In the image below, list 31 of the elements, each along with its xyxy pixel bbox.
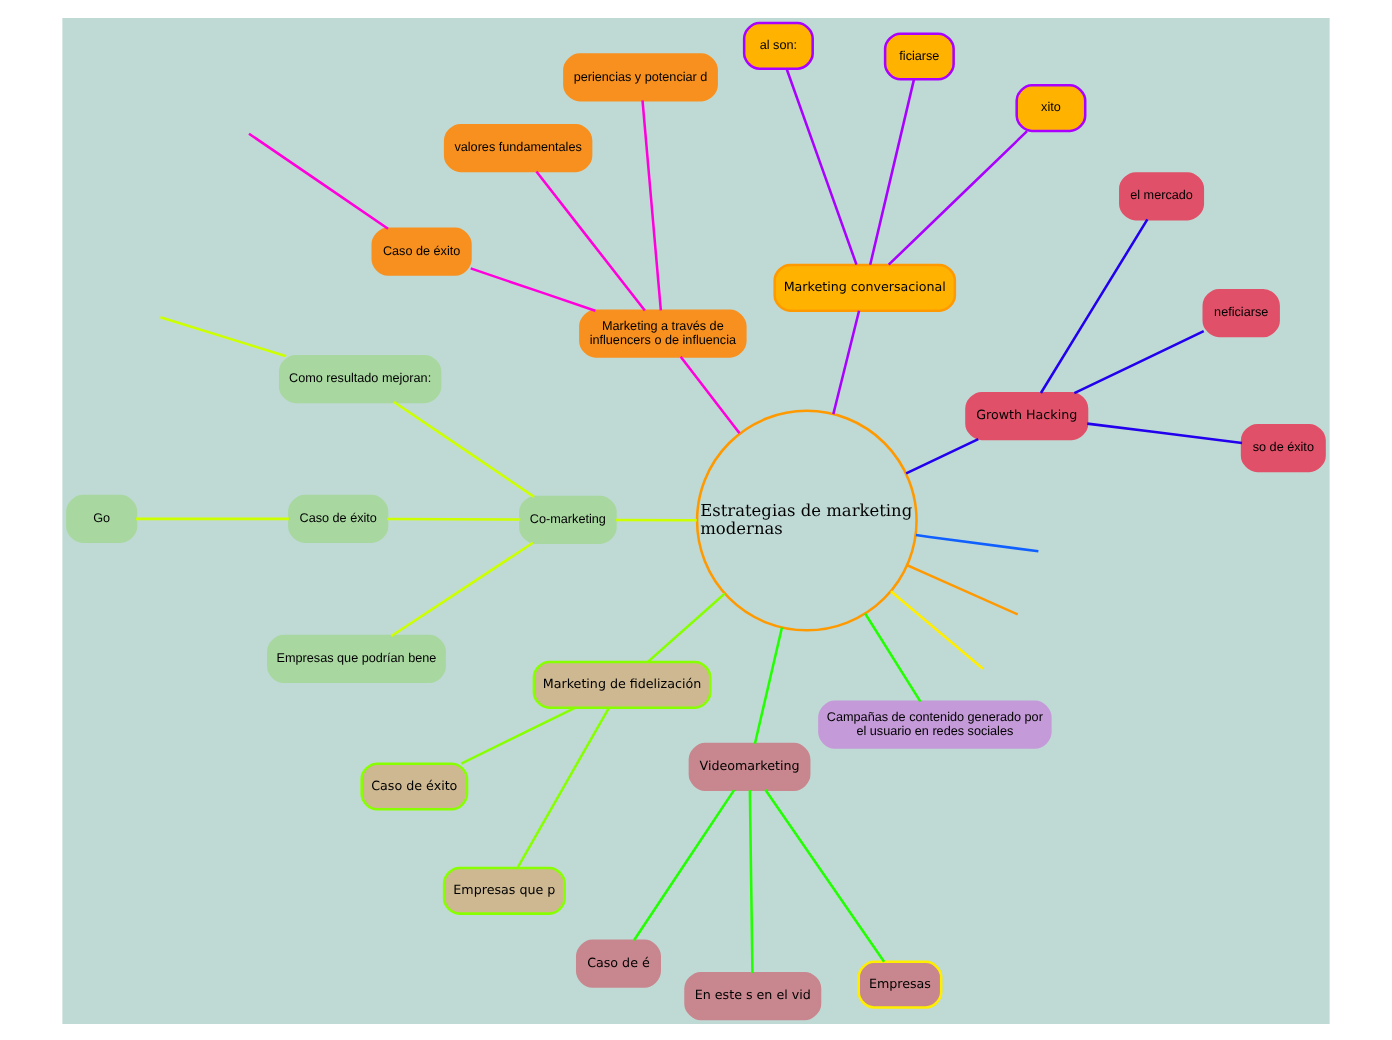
connector (535, 169, 646, 311)
connector (387, 516, 521, 520)
connector (906, 563, 1019, 615)
connector (887, 129, 1028, 265)
connector (1087, 421, 1243, 444)
connector (915, 532, 1039, 552)
connector (136, 516, 290, 520)
connector (764, 788, 886, 962)
connector (248, 131, 389, 229)
connector (1039, 217, 1149, 393)
connector (633, 788, 736, 940)
connector (615, 517, 697, 521)
connector (864, 612, 922, 702)
connector (393, 399, 535, 497)
connector (460, 705, 576, 764)
connector (470, 266, 596, 311)
connector (890, 589, 984, 669)
connector (516, 706, 610, 867)
connector (753, 626, 784, 744)
connector (832, 309, 861, 414)
connector (785, 67, 858, 265)
connector (1073, 328, 1205, 394)
connector (647, 591, 726, 662)
connector (748, 789, 754, 973)
connector (905, 437, 979, 474)
connector (868, 78, 916, 265)
connector (160, 315, 287, 357)
connector (390, 540, 534, 636)
connector (641, 99, 663, 310)
node-circle: Estrategias de marketing modernas (695, 408, 918, 631)
connector (679, 355, 741, 433)
